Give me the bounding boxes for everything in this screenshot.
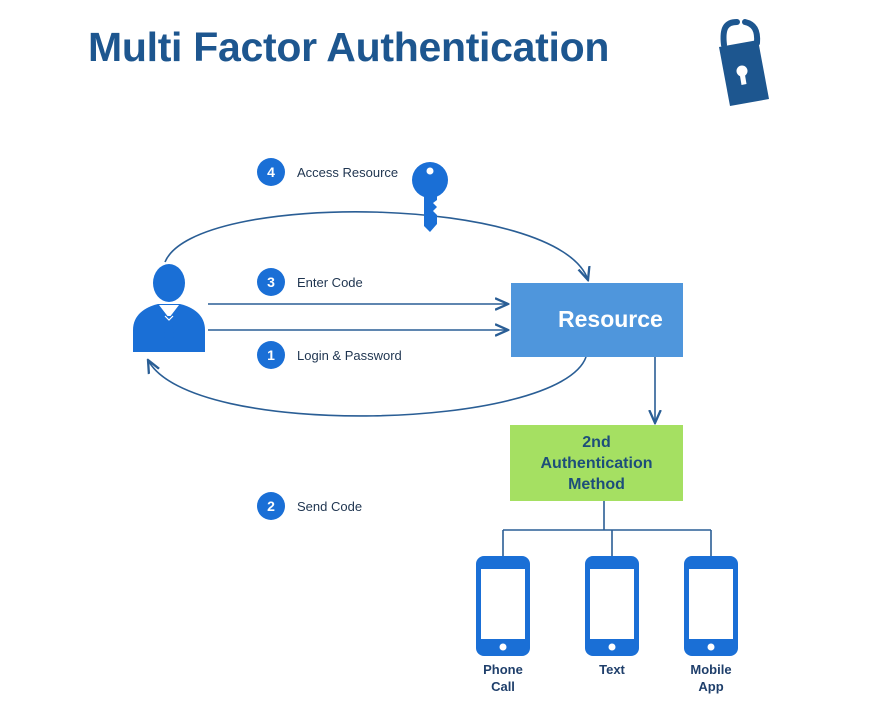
- device-label-line: App: [698, 679, 724, 694]
- device-label-phone-call: Phone Call: [463, 661, 543, 695]
- step-badge: 4: [257, 158, 285, 186]
- smartphone-icon: [476, 556, 530, 656]
- send-code-arc: [148, 356, 587, 417]
- step-login-password: 1 Login & Password: [257, 341, 402, 369]
- user-icon: [133, 264, 205, 352]
- step-send-code: 2 Send Code: [257, 492, 362, 520]
- page-title: Multi Factor Authentication: [88, 24, 610, 70]
- auth-method-line: 2nd: [582, 433, 611, 451]
- padlock-tag-icon: [719, 19, 769, 106]
- device-label-line: Call: [491, 679, 515, 694]
- step-enter-code: 3 Enter Code: [257, 268, 363, 296]
- smartphone-icon: [684, 556, 738, 656]
- step-label: Access Resource: [297, 164, 399, 180]
- auth-method-line: Authentication: [540, 454, 653, 472]
- resource-label: Resource: [558, 306, 663, 332]
- device-connectors: [502, 501, 712, 556]
- device-label-line: Phone: [483, 662, 523, 677]
- device-label-line: Text: [599, 662, 625, 677]
- resource-box: [511, 283, 683, 357]
- device-label-line: Mobile: [690, 662, 732, 677]
- step-badge: 3: [257, 268, 285, 296]
- device-label-mobile-app: Mobile App: [671, 661, 751, 695]
- device-label-text: Text: [572, 661, 652, 678]
- key-icon: [412, 162, 448, 232]
- smartphone-icon: [585, 556, 639, 656]
- auth-method-box: 2nd Authentication Method: [510, 425, 683, 501]
- step-badge: 1: [257, 341, 285, 369]
- auth-method-line: Method: [568, 475, 625, 493]
- step-label: Login & Password: [297, 347, 402, 363]
- step-access-resource: 4 Access Resource: [257, 158, 398, 186]
- step-label: Enter Code: [297, 274, 363, 290]
- step-label: Send Code: [297, 498, 363, 514]
- access-arc: [164, 211, 588, 280]
- step-badge: 2: [257, 492, 285, 520]
